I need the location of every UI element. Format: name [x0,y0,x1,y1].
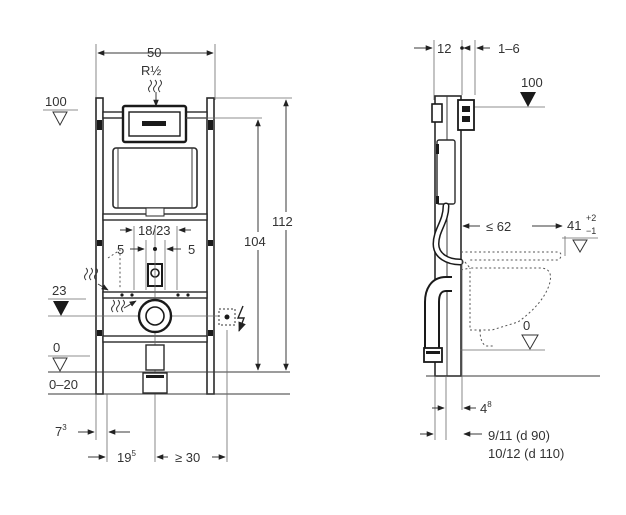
side-level-100-label: 100 [521,75,543,90]
level-23-marker [53,301,69,316]
dim-19-label: 195 [117,449,136,465]
dim-12-label: 12 [437,41,451,56]
dim-41-label: 41 [567,218,581,233]
width-label: 50 [147,45,161,60]
dim-10-12-label: 10/12 (d 110) [488,446,564,461]
side-level-0-marker [521,334,539,351]
dim-5-left-label: 5 [117,242,124,257]
range-0-20-label: 0–20 [49,377,78,392]
dim-7-label: 73 [55,423,67,439]
side-level-0-label: 0 [523,318,530,333]
electrical-connection-icon [218,305,246,332]
level-100-marker [52,111,68,127]
side-level-41-marker [572,239,588,253]
dim-41-tol-plus: +2 [586,213,596,223]
dim-30-label: ≥ 30 [175,450,200,465]
dim-104-label: 104 [244,234,266,249]
waste-water-icon [84,267,109,291]
cistern [112,147,198,209]
dim-41-tol-minus: −1 [586,226,596,236]
side-cistern [436,139,456,205]
level-100-label: 100 [45,94,67,109]
level-23-label: 23 [52,283,66,298]
lower-drain-pipe [145,344,165,371]
dim-5-right-label: 5 [188,242,195,257]
side-view: 12 1–6 100 [414,40,600,461]
dim-62-label: ≤ 62 [486,219,511,234]
front-view: 50 R½ 100 [43,44,302,465]
toilet-bowl-outline [460,251,562,347]
waste-pipe [423,347,443,363]
supply-label: R½ [141,63,161,78]
dim-18-23-label: 18/23 [138,223,171,238]
water-supply-icon [148,79,162,107]
level-0-label: 0 [53,340,60,355]
level-0-marker [52,357,68,373]
dim-4-label: 48 [480,400,492,416]
side-actuator [457,99,475,131]
dim-9-11-label: 9/11 (d 90) [488,428,550,443]
side-level-100-marker [520,92,536,107]
flush-water-icon [111,299,137,313]
dim-1-6-label: 1–6 [498,41,520,56]
crossbar-rivets [120,293,190,297]
dim-112-label: 112 [272,214,293,229]
